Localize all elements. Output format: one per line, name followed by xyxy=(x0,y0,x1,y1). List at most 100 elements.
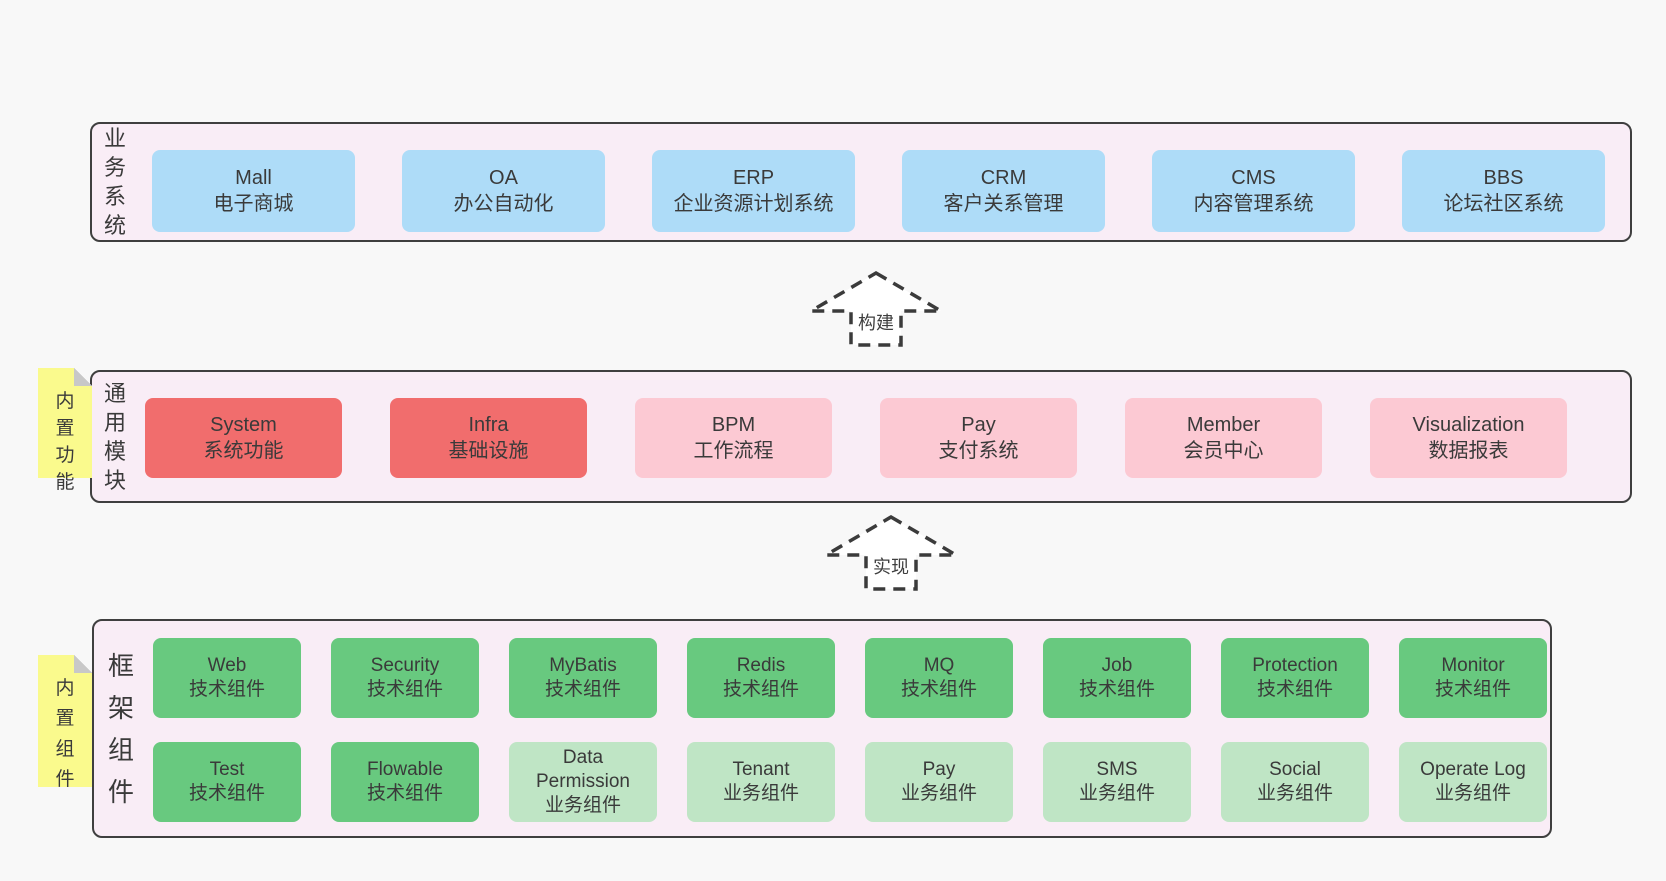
module-box-oa: OA 办公自动化 xyxy=(402,150,605,232)
box-title: OA xyxy=(489,167,518,189)
sticky-note-built-in-features: 内置功能 xyxy=(38,368,92,493)
box-subtitle: 技术组件 xyxy=(1078,679,1155,700)
box-title: Pay xyxy=(922,759,956,780)
arrow-label-implement: 实现 xyxy=(870,553,912,579)
box-subtitle: 技术组件 xyxy=(722,679,799,700)
box-subtitle: 支付系统 xyxy=(938,440,1019,462)
module-box-infra: Infra 基础设施 xyxy=(390,398,587,478)
box-subtitle: 技术组件 xyxy=(366,679,443,700)
box-title: MQ xyxy=(923,655,955,676)
box-title: Flowable xyxy=(366,759,444,780)
module-box-bpm: BPM 工作流程 xyxy=(635,398,832,478)
box-title: Operate Log xyxy=(1420,759,1526,780)
box-subtitle: 论坛社区系统 xyxy=(1443,193,1564,215)
box-subtitle: 业务组件 xyxy=(900,783,977,804)
box-subtitle: 技术组件 xyxy=(1434,679,1511,700)
module-box-web: Web 技术组件 xyxy=(153,638,301,718)
arrow-label-build: 构建 xyxy=(855,309,897,335)
module-box-bbs: BBS 论坛社区系统 xyxy=(1402,150,1605,232)
module-box-crm: CRM 客户关系管理 xyxy=(902,150,1105,232)
module-box-monitor: Monitor 技术组件 xyxy=(1399,638,1547,718)
layer-common-modules: 通用模块 System 系统功能 Infra 基础设施 BPM 工作流程 Pay 支付系统 Me… xyxy=(90,370,1632,503)
layer-label-framework-components: 框架组件 xyxy=(107,650,134,807)
box-title: Visualization xyxy=(1412,414,1525,436)
sticky-note-paper xyxy=(38,368,92,478)
box-subtitle: 系统功能 xyxy=(203,440,284,462)
box-title: Infra xyxy=(468,414,509,436)
box-title: Test xyxy=(209,759,245,780)
box-title: ERP xyxy=(732,167,775,189)
box-title: BBS xyxy=(1483,167,1524,189)
box-subtitle: 工作流程 xyxy=(693,440,774,462)
box-title: MyBatis xyxy=(549,655,617,676)
box-title: Redis xyxy=(736,655,786,676)
box-subtitle: 电子商城 xyxy=(213,193,294,215)
box-title: Job xyxy=(1101,655,1133,676)
module-box-test: Test 技术组件 xyxy=(153,742,301,822)
folded-corner-icon xyxy=(74,368,92,386)
module-box-redis: Redis 技术组件 xyxy=(687,638,835,718)
box-title: BPM xyxy=(711,414,756,436)
layer-label-business-systems: 业务系统 xyxy=(103,125,126,239)
box-subtitle: 业务组件 xyxy=(722,783,799,804)
box-title: SMS xyxy=(1096,759,1138,780)
module-box-mybatis: MyBatis 技术组件 xyxy=(509,638,657,718)
box-title: Web xyxy=(207,655,247,676)
box-title: Member xyxy=(1186,414,1261,436)
box-title: Pay xyxy=(961,414,996,436)
box-subtitle: 技术组件 xyxy=(188,679,265,700)
module-box-pay: Pay 业务组件 xyxy=(865,742,1013,822)
box-subtitle: 客户关系管理 xyxy=(943,193,1064,215)
module-box-pay: Pay 支付系统 xyxy=(880,398,1077,478)
box-title: CRM xyxy=(980,167,1027,189)
box-subtitle: 办公自动化 xyxy=(453,193,554,215)
box-subtitle: 技术组件 xyxy=(1256,679,1333,700)
box-subtitle: 技术组件 xyxy=(188,783,265,804)
box-subtitle: 业务组件 xyxy=(1256,783,1333,804)
module-box-system: System 系统功能 xyxy=(145,398,342,478)
box-title: Protection xyxy=(1252,655,1338,676)
box-subtitle: 技术组件 xyxy=(900,679,977,700)
box-title: Social xyxy=(1269,759,1321,780)
module-box-security: Security 技术组件 xyxy=(331,638,479,718)
box-subtitle: 数据报表 xyxy=(1428,440,1509,462)
box-subtitle: 基础设施 xyxy=(448,440,529,462)
sticky-note-built-in-components: 内置组件 xyxy=(38,655,92,790)
box-title: Monitor xyxy=(1441,655,1505,676)
sticky-label: 内置组件 xyxy=(55,678,75,791)
module-box-visualization: Visualization 数据报表 xyxy=(1370,398,1567,478)
box-subtitle: 技术组件 xyxy=(544,679,621,700)
arrow-build: 构建 xyxy=(808,270,944,348)
module-box-protection: Protection 技术组件 xyxy=(1221,638,1369,718)
box-title: Security xyxy=(370,655,440,676)
module-box-mq: MQ 技术组件 xyxy=(865,638,1013,718)
box-title: CMS xyxy=(1231,167,1276,189)
box-subtitle: 业务组件 xyxy=(544,795,621,816)
box-title: System xyxy=(210,414,277,436)
sticky-note-paper xyxy=(38,655,92,787)
layer-label-common-modules: 通用模块 xyxy=(103,380,126,493)
sticky-label: 内置功能 xyxy=(55,391,75,493)
arrow-implement: 实现 xyxy=(823,514,959,592)
folded-corner-icon xyxy=(74,655,92,673)
module-box-social: Social 业务组件 xyxy=(1221,742,1369,822)
module-box-job: Job 技术组件 xyxy=(1043,638,1191,718)
